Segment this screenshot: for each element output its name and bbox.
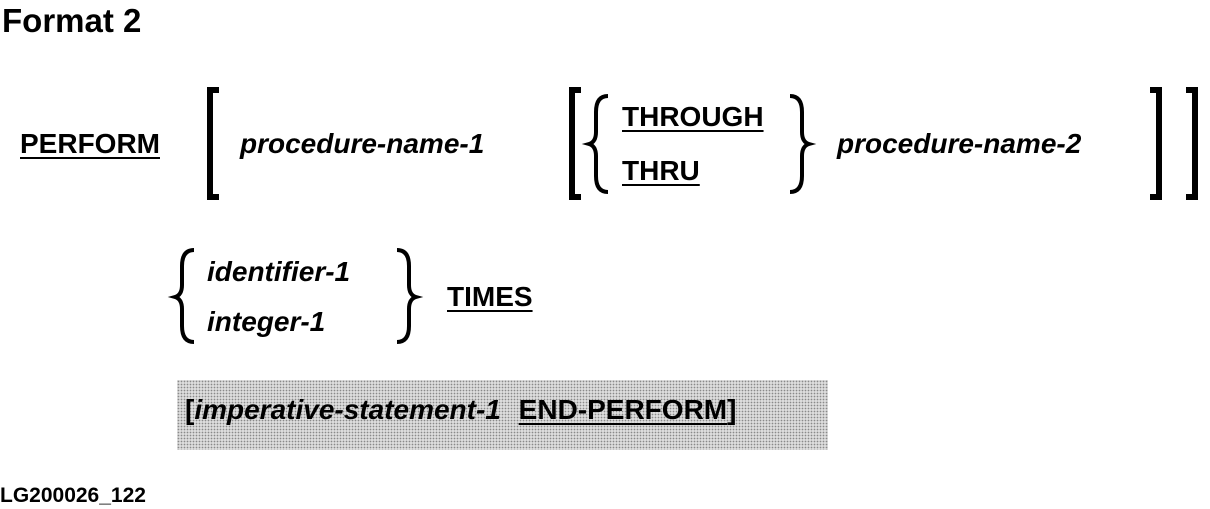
identifier-1: identifier-1 bbox=[207, 256, 351, 287]
inner-close-bracket bbox=[1150, 87, 1162, 200]
inner-open-bracket bbox=[569, 87, 581, 200]
procedure-name-1: procedure-name-1 bbox=[240, 128, 485, 159]
clause-close-bracket: ] bbox=[727, 394, 737, 425]
end-perform-keyword: END-PERFORM bbox=[518, 394, 728, 425]
shaded-new-feature-area bbox=[177, 380, 828, 450]
clause-open-bracket: [ bbox=[185, 394, 195, 425]
choice-open-brace bbox=[581, 94, 609, 194]
times-keyword: TIMES bbox=[447, 281, 533, 312]
imperative-statement-1: imperative-statement-1 bbox=[194, 394, 501, 425]
integer-1: integer-1 bbox=[207, 306, 326, 337]
times-close-brace bbox=[396, 248, 424, 344]
perform-keyword: PERFORM bbox=[20, 128, 160, 159]
outer-close-bracket bbox=[1186, 87, 1198, 200]
choice-close-brace bbox=[789, 94, 817, 194]
outer-open-bracket bbox=[207, 87, 219, 200]
procedure-name-2: procedure-name-2 bbox=[837, 128, 1082, 159]
thru-keyword: THRU bbox=[622, 155, 700, 186]
format-title: Format 2 bbox=[2, 2, 142, 39]
through-keyword: THROUGH bbox=[622, 101, 764, 132]
times-open-brace bbox=[167, 248, 195, 344]
figure-code: LG200026_122 bbox=[0, 484, 146, 507]
imperative-clause: [imperative-statement-1 END-PERFORM] bbox=[185, 396, 736, 424]
